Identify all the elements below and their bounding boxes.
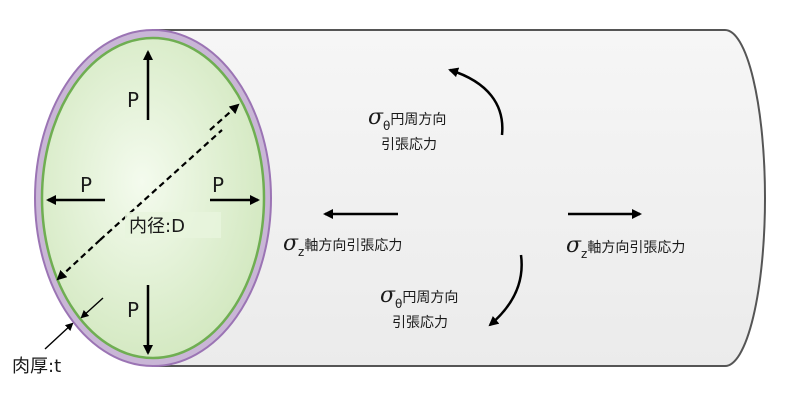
axial-sigma-right: σz軸方向引張応力 xyxy=(566,233,685,261)
hoop-label-upper-line2: 引張応力 xyxy=(381,137,437,153)
hoop-sigma-lower: σθ円周方向 xyxy=(380,283,458,311)
pressure-label-left: P xyxy=(80,173,92,197)
thickness-arrow-outer xyxy=(44,322,74,350)
cylinder-body xyxy=(152,29,766,367)
diameter-label-bg xyxy=(125,212,221,238)
thickness-arrow-inner xyxy=(80,297,104,319)
hoop-arrow-lower xyxy=(488,254,523,327)
inner-wall-ring xyxy=(40,36,266,360)
hoop-arrow-upper xyxy=(448,67,504,136)
axial-sigma-left: σz軸方向引張応力 xyxy=(283,231,402,259)
hoop-sigma-upper: σθ円周方向 xyxy=(368,105,446,133)
pressure-label-top: P xyxy=(127,88,139,112)
inner-diameter-label: 内径:D xyxy=(129,216,185,237)
pressure-label-right: P xyxy=(212,173,224,197)
wall-thickness-label: 肉厚:t xyxy=(12,356,61,377)
pressure-label-bottom: P xyxy=(127,298,139,322)
diameter-arrow-tip-upper xyxy=(209,103,240,131)
hoop-label-lower-line2: 引張応力 xyxy=(392,315,448,331)
diameter-dashed-line xyxy=(99,129,223,241)
